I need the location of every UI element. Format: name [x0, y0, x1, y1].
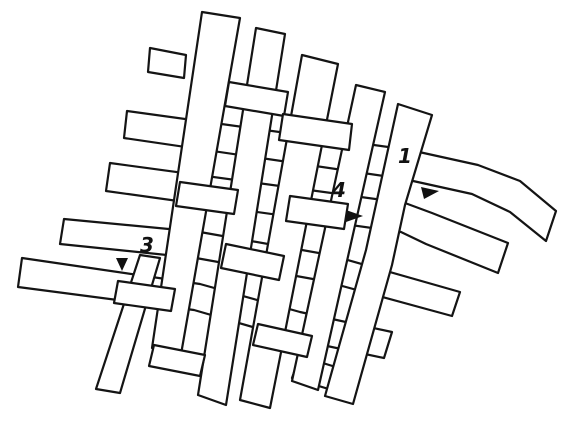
marker-label-4: 4	[331, 178, 346, 202]
weft-crossing-1	[225, 82, 288, 116]
weft-crossing-8	[149, 345, 205, 376]
weft-strip-1	[148, 48, 186, 78]
marker-label-3: 3	[140, 233, 154, 257]
arrow-1-icon	[421, 187, 439, 199]
marker-label-1: 1	[398, 144, 412, 168]
arrow-3-icon	[116, 258, 128, 271]
